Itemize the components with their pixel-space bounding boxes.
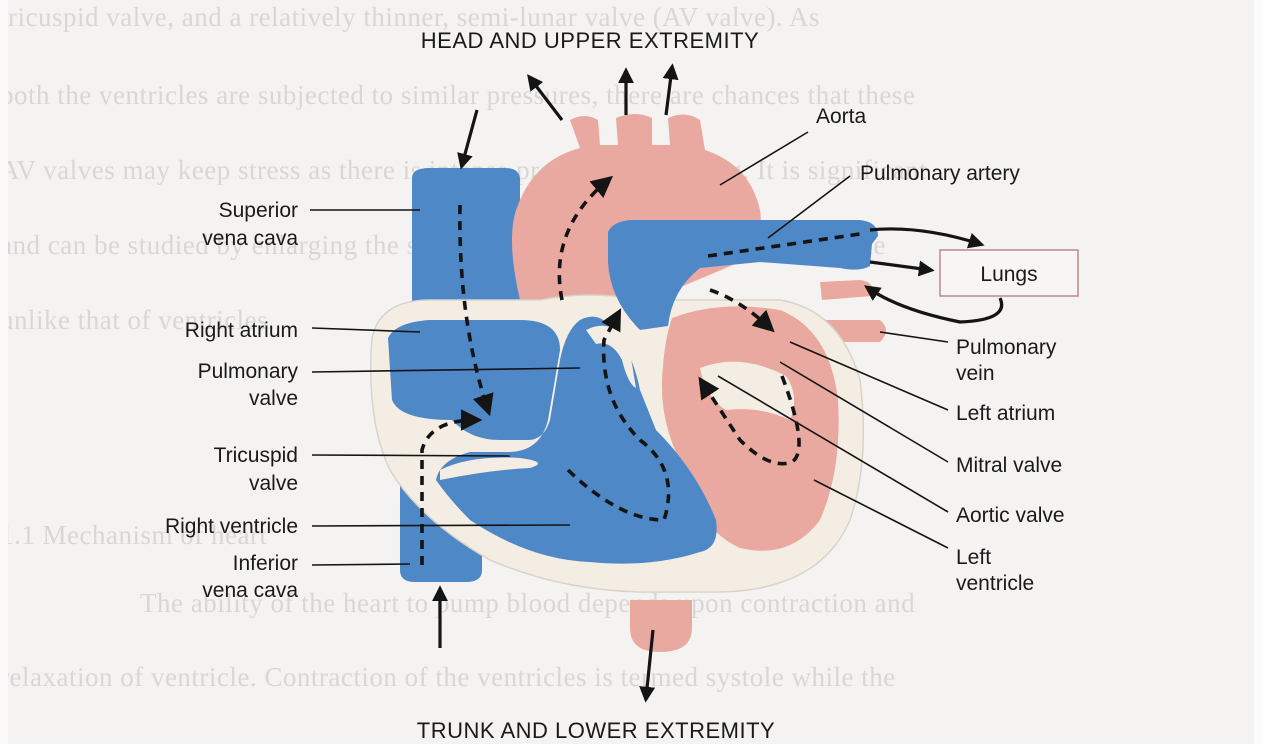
label-inferior-vena-cava-line2: vena cava (202, 579, 298, 602)
label-tricuspid-valve: Tricuspid (214, 444, 298, 467)
label-tricuspid-valve-line2: valve (249, 472, 298, 495)
label-right-ventricle: Right ventricle (165, 515, 298, 538)
label-aortic-valve: Aortic valve (956, 504, 1065, 527)
label-pulmonary-valve: Pulmonary (198, 360, 299, 383)
label-mitral-valve: Mitral valve (956, 454, 1062, 477)
label-aorta: Aorta (816, 105, 867, 128)
label-right-atrium: Right atrium (185, 319, 298, 342)
label-inferior-vena-cava: Inferior (233, 552, 298, 575)
descending-aorta (630, 600, 692, 652)
pulmonary-vein-upper (820, 280, 873, 300)
label-pulmonary-vein: Pulmonary (956, 336, 1057, 359)
label-superior-vena-cava-line2: vena cava (202, 227, 298, 250)
label-pulmonary-valve-line2: valve (249, 387, 298, 410)
lungs-label: Lungs (980, 263, 1037, 286)
label-superior-vena-cava: Superior (219, 199, 298, 222)
label-left-ventricle: Left (956, 546, 991, 569)
label-left-atrium: Left atrium (956, 402, 1055, 425)
title-trunk-lower-extremity: TRUNK AND LOWER EXTREMITY (417, 718, 775, 743)
label-pulmonary-artery: Pulmonary artery (860, 162, 1020, 185)
title-head-upper-extremity: HEAD AND UPPER EXTREMITY (421, 28, 759, 53)
label-left-ventricle-line2: ventricle (956, 572, 1034, 595)
label-pulmonary-vein-line2: vein (956, 362, 995, 385)
